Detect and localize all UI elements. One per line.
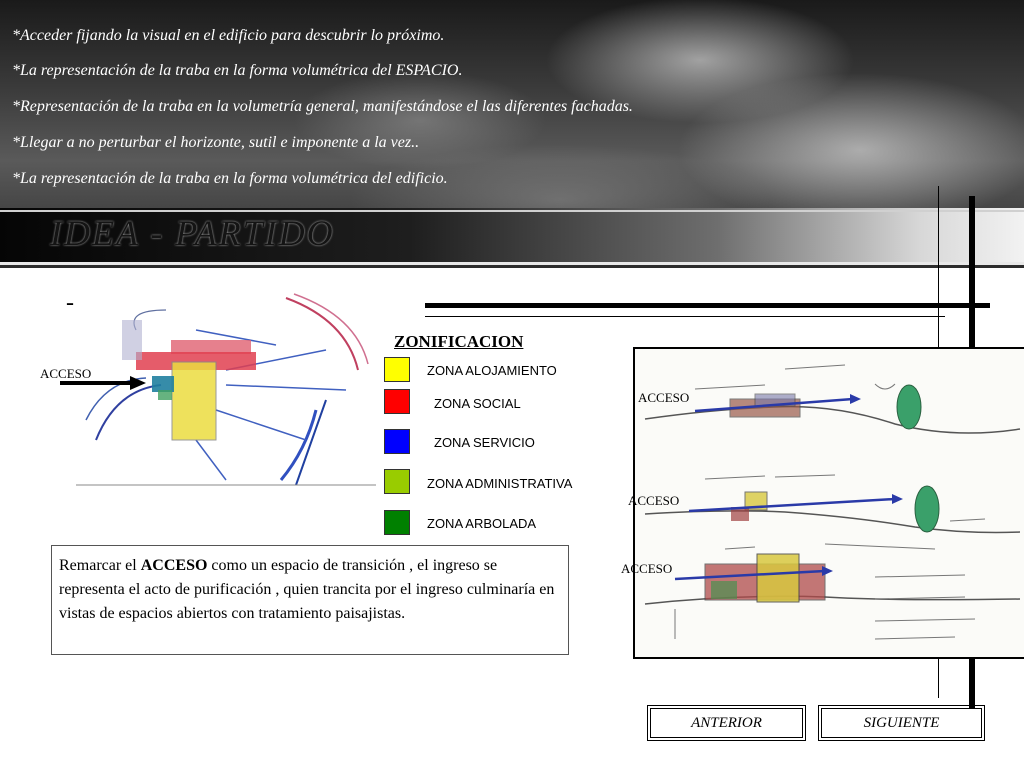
band-bottom-line bbox=[0, 262, 1024, 265]
swatch-arbolada bbox=[384, 510, 410, 535]
description-text-before: Remarcar el bbox=[59, 557, 141, 574]
acceso-label: ACCESO bbox=[40, 366, 92, 381]
zone-label-administrativa: ZONA ADMINISTRATIVA bbox=[427, 476, 573, 491]
swatch-administrativa bbox=[384, 469, 410, 494]
swatch-servicio bbox=[384, 429, 410, 454]
sketch-acceso-label-3: ACCESO bbox=[621, 561, 673, 576]
description-text-after: como un espacio de transición , el ingre… bbox=[59, 557, 555, 622]
site-plan-sketch bbox=[76, 290, 376, 488]
sketch-acceso-label-2: ACCESO bbox=[628, 493, 680, 508]
anterior-button[interactable]: ANTERIOR bbox=[647, 705, 806, 741]
bullet-4: *Llegar a no perturbar el horizonte, sut… bbox=[12, 134, 420, 151]
band-top-line bbox=[0, 210, 1024, 212]
horizontal-bar-thick bbox=[425, 303, 990, 308]
acceso-arrow-icon bbox=[60, 376, 146, 390]
description-text-bold: ACCESO bbox=[140, 557, 208, 574]
swatch-alojamiento bbox=[384, 357, 410, 382]
zone-label-alojamiento: ZONA ALOJAMIENTO bbox=[427, 363, 557, 378]
dash-mark: - bbox=[66, 290, 74, 316]
elevation-sketches bbox=[633, 347, 1024, 659]
bullet-3: *Representación de la traba en la volume… bbox=[12, 98, 633, 115]
sketch-acceso-label-1: ACCESO bbox=[638, 390, 690, 405]
swatch-social bbox=[384, 389, 410, 414]
bullet-5: *La representación de la traba en la for… bbox=[12, 170, 448, 187]
header-banner: *Acceder fijando la visual en el edifici… bbox=[0, 0, 1024, 268]
bullet-1: *Acceder fijando la visual en el edifici… bbox=[12, 27, 445, 44]
zone-label-social: ZONA SOCIAL bbox=[434, 396, 521, 411]
elevation-sketch-drawing bbox=[644, 364, 1021, 640]
zonificacion-title: ZONIFICACION bbox=[394, 332, 524, 351]
zone-label-arbolada: ZONA ARBOLADA bbox=[427, 516, 537, 531]
title-band bbox=[0, 208, 1024, 264]
siguiente-button[interactable]: SIGUIENTE bbox=[818, 705, 985, 741]
zone-label-servicio: ZONA SERVICIO bbox=[434, 435, 535, 450]
horizontal-bar-thin bbox=[425, 316, 945, 317]
description-box: Remarcar el ACCESO como un espacio de tr… bbox=[51, 545, 569, 655]
bullet-2: *La representación de la traba en la for… bbox=[12, 62, 463, 79]
page-title: IDEA - PARTIDO bbox=[50, 213, 335, 253]
